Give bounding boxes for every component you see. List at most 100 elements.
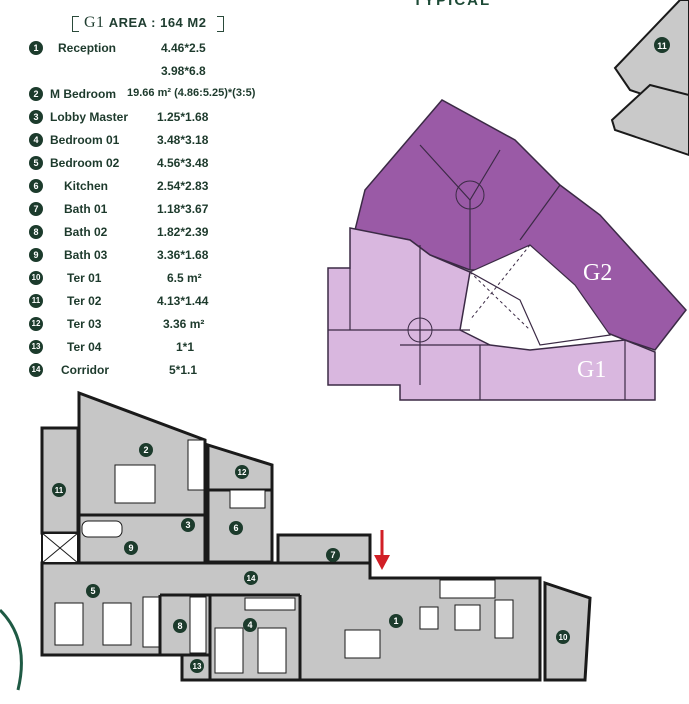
master-bedroom-shape xyxy=(77,390,207,532)
room-dimension: 1.18*3.67 xyxy=(157,202,209,216)
room-marker-1: 1 xyxy=(389,614,403,628)
coffee-table xyxy=(454,604,481,631)
room-number-badge: 1 xyxy=(29,41,43,55)
room-number-badge: 5 xyxy=(29,156,43,170)
svg-text:13: 13 xyxy=(193,662,202,671)
room-name: Ter 01 xyxy=(67,271,102,285)
single-bed xyxy=(102,602,132,646)
room-marker-13: 13 xyxy=(190,659,204,673)
room-number-badge: 14 xyxy=(29,363,43,377)
room-name: Ter 02 xyxy=(67,294,102,308)
room-name: Bedroom 02 xyxy=(50,156,120,170)
room-dimension: 3.48*3.18 xyxy=(157,133,209,147)
room-number-badge: 10 xyxy=(29,271,43,285)
single-bed xyxy=(54,602,84,646)
wardrobe xyxy=(244,597,296,611)
room-dimension: 5*1.1 xyxy=(169,363,198,377)
svg-text:2: 2 xyxy=(143,445,148,455)
svg-text:1: 1 xyxy=(393,616,398,626)
entry-arrow-head xyxy=(374,555,390,570)
svg-text:8: 8 xyxy=(177,621,182,631)
svg-text:11: 11 xyxy=(55,486,64,495)
svg-text:5: 5 xyxy=(90,586,95,596)
room-dimension: 3.36*1.68 xyxy=(157,248,209,262)
room-number-badge: 6 xyxy=(29,179,43,193)
unit-code: G1 xyxy=(84,14,105,31)
wardrobe xyxy=(142,596,160,648)
room-marker-10: 10 xyxy=(556,630,570,644)
kitchen-stove xyxy=(229,489,266,509)
sofa xyxy=(439,579,496,599)
room-number-badge: 2 xyxy=(29,87,43,101)
room-markers: 1 2 3 4 5 6 7 8 9 10 11 12 13 14 xyxy=(52,443,570,673)
room-dimension: 3.98*6.8 xyxy=(161,64,206,78)
room-dimension: 4.56*3.48 xyxy=(157,156,209,170)
room-dimension: 6.5 m² xyxy=(167,271,202,285)
room-number-badge: 4 xyxy=(29,133,43,147)
terrace-01-shape xyxy=(543,580,592,682)
svg-text:3: 3 xyxy=(185,520,190,530)
room-marker-6: 6 xyxy=(229,521,243,535)
room-marker-9: 9 xyxy=(124,541,138,555)
unit-g2-label: G2 xyxy=(583,260,612,286)
room-number-badge: 9 xyxy=(29,248,43,262)
room-name: Reception xyxy=(58,41,117,55)
room-dimension: 2.54*2.83 xyxy=(157,179,209,193)
room-name: Corridor xyxy=(61,363,109,377)
shower xyxy=(189,596,207,654)
svg-text:4: 4 xyxy=(247,620,252,630)
key-plan-wall xyxy=(419,144,471,201)
key-plan-wall xyxy=(519,184,561,241)
room-marker-7: 7 xyxy=(326,548,340,562)
room-number-badge: 3 xyxy=(29,110,43,124)
dining-table xyxy=(344,629,381,659)
shaft-cross xyxy=(41,532,79,564)
room-dimension: 3.36 m² xyxy=(163,317,205,331)
room-dimension: 4.13*1.44 xyxy=(157,294,209,308)
room-name: Bedroom 01 xyxy=(50,133,120,147)
room-dimension: 1*1 xyxy=(176,340,195,354)
single-bed xyxy=(214,627,244,674)
svg-text:10: 10 xyxy=(559,633,568,642)
room-marker-5: 5 xyxy=(86,584,100,598)
wardrobe xyxy=(187,439,205,491)
unit-g1-label: G1 xyxy=(577,357,606,383)
svg-text:7: 7 xyxy=(330,550,335,560)
title-bracket-right xyxy=(217,16,224,32)
room-dimension: 4.46*2.5 xyxy=(161,41,206,55)
room-dimension: 1.25*1.68 xyxy=(157,110,209,124)
room-marker-12: 12 xyxy=(235,465,249,479)
room-number-badge: 7 xyxy=(29,202,43,216)
core-diagonal xyxy=(469,271,531,331)
unit-title: G1 AREA : 164 M2 xyxy=(72,12,224,34)
room-dimension: 19.66 m² (4.86:5.25)*(3:5) xyxy=(127,87,256,99)
key-plan-door-swing xyxy=(407,317,433,343)
room-number-badge: 13 xyxy=(29,340,43,354)
room-name: Ter 04 xyxy=(67,340,102,354)
room-marker-3: 3 xyxy=(181,518,195,532)
room-dimension: 1.82*2.39 xyxy=(157,225,209,239)
key-plan-door-swing xyxy=(455,180,485,210)
core-diagonal xyxy=(469,244,531,321)
room-marker-11: 11 xyxy=(52,483,66,497)
room-name: Bath 02 xyxy=(64,225,108,239)
room-name: Ter 03 xyxy=(67,317,102,331)
side-sofa xyxy=(494,599,514,639)
svg-text:12: 12 xyxy=(238,468,247,477)
armchair xyxy=(419,606,439,630)
room-name: Bath 01 xyxy=(64,202,108,216)
single-bed xyxy=(257,627,287,674)
unit-area-label: G1 AREA : 164 M2 xyxy=(84,14,206,32)
area-text: AREA : 164 M2 xyxy=(108,15,207,30)
key-plan-wall xyxy=(469,149,501,201)
title-bracket-left xyxy=(72,16,79,32)
room-marker-4: 4 xyxy=(243,618,257,632)
room-name: Kitchen xyxy=(64,179,109,193)
svg-text:14: 14 xyxy=(247,574,256,583)
living-area-shape xyxy=(40,561,542,682)
room-marker-8: 8 xyxy=(173,619,187,633)
room-number-badge: 11 xyxy=(29,294,43,308)
top-heading-fragment: TYPICAL xyxy=(413,0,492,9)
